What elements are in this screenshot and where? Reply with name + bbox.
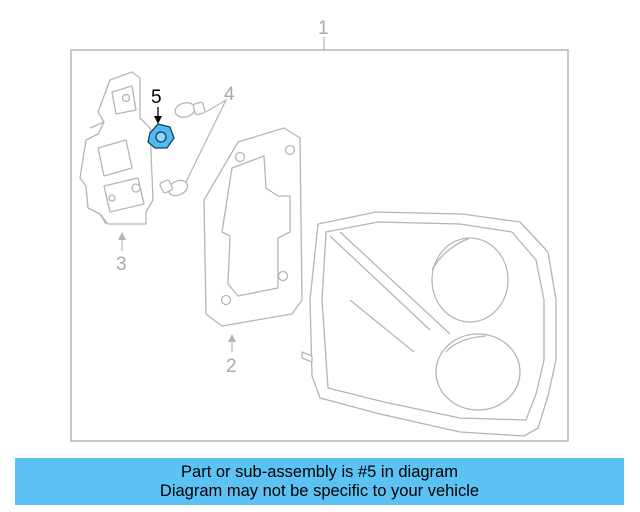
bulb-holder[interactable] [79, 71, 154, 225]
tail-lamp-lens[interactable] [301, 211, 557, 437]
info-banner: Part or sub-assembly is #5 in diagram Di… [15, 458, 624, 505]
callout-4[interactable]: 4 [224, 84, 235, 105]
parts-diagram: 1 3 4 5 2 [70, 18, 569, 442]
callout-5[interactable]: 5 [151, 87, 162, 108]
callout-2[interactable]: 2 [226, 356, 237, 377]
bulb-lower[interactable] [159, 177, 190, 198]
arrow-2 [228, 334, 236, 342]
callout-3[interactable]: 3 [116, 254, 127, 275]
assembly-frame [70, 49, 569, 442]
callout-1[interactable]: 1 [318, 18, 329, 39]
leader-line-4 [185, 98, 228, 183]
arrow-5 [154, 116, 162, 124]
bulb-upper[interactable] [174, 101, 206, 120]
gasket[interactable] [203, 127, 303, 327]
highlighted-part-5[interactable] [147, 123, 175, 149]
banner-line-disclaimer: Diagram may not be specific to your vehi… [159, 481, 480, 500]
arrow-3 [118, 232, 126, 240]
banner-line-part: Part or sub-assembly is #5 in diagram [181, 462, 458, 481]
